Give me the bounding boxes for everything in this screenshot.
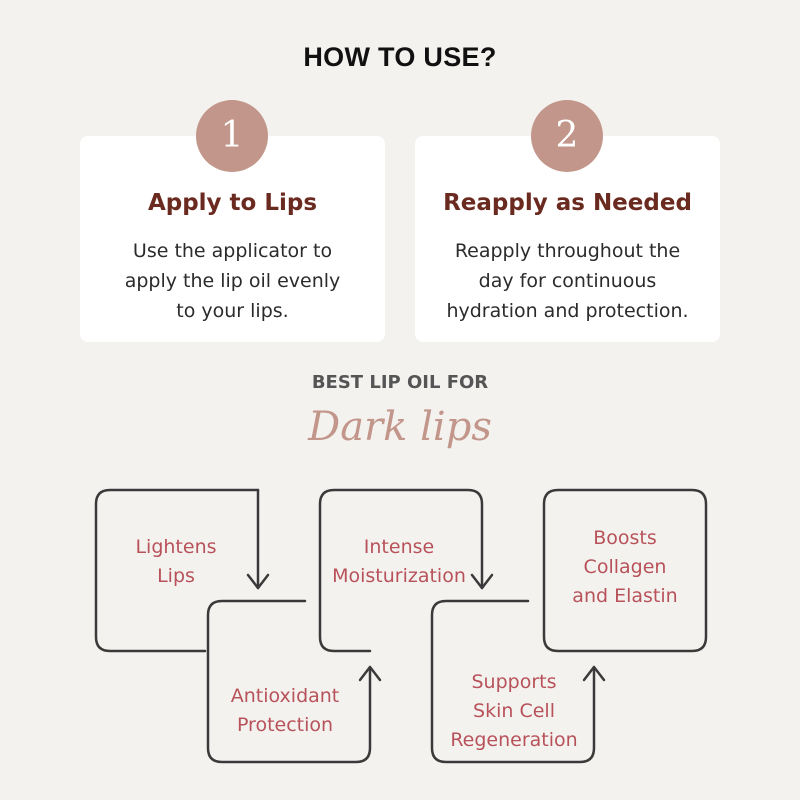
section-subtitle: BEST LIP OIL FOR (311, 372, 489, 393)
benefit-skin-cell-regeneration: Supports Skin Cell Regeneration (450, 671, 578, 751)
benefit-lightens-lips: Lightens Lips (135, 536, 217, 587)
page-title: HOW TO USE? (303, 42, 497, 72)
step-2-title: Reapply as Needed (443, 190, 692, 216)
benefit-box-3-outline (318, 488, 484, 653)
step-2-number-badge: 2 (531, 100, 603, 172)
benefit-box-4-outline (430, 599, 596, 764)
step-1-number-badge: 1 (196, 100, 268, 172)
section-script-title: Dark lips (308, 404, 492, 450)
step-2-description: Reapply throughout the day for continuou… (446, 240, 689, 322)
arrow-up-4-head (582, 665, 606, 682)
arrow-down-3-head (470, 573, 494, 590)
benefit-antioxidant-protection: Antioxidant Protection (230, 685, 340, 736)
benefit-collagen-elastin: Boosts Collagen and Elastin (572, 527, 678, 607)
benefit-box-2-outline (206, 599, 372, 764)
arrow-up-2-head (358, 665, 382, 682)
step-1-description: Use the applicator to apply the lip oil … (124, 240, 341, 322)
benefit-box-1-outline (94, 488, 260, 653)
benefit-box-5-outline (542, 488, 708, 653)
step-1-title: Apply to Lips (147, 190, 318, 216)
arrow-down-1-head (246, 573, 270, 590)
benefit-intense-moisturization: Intense Moisturization (332, 536, 466, 587)
